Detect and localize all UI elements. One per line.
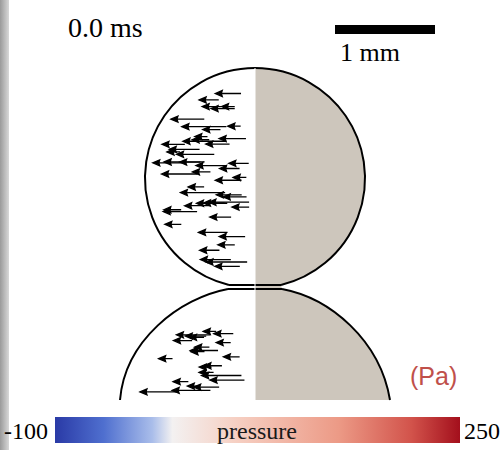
velocity-arrow (218, 242, 235, 248)
velocity-arrow (215, 90, 241, 96)
velocity-arrow (209, 199, 249, 205)
velocity-arrow (162, 141, 185, 147)
velocity-arrow (185, 333, 206, 339)
velocity-arrow (173, 379, 188, 385)
velocity-arrow (228, 123, 241, 129)
time-stamp: 0.0 ms (68, 14, 143, 42)
velocity-arrow (165, 221, 181, 227)
panel-edge (0, 0, 9, 450)
velocity-arrow (173, 338, 192, 344)
colorbar-title: pressure (217, 419, 297, 443)
velocity-arrow (195, 344, 210, 350)
velocity-arrow (216, 340, 231, 346)
velocity-arrow (188, 184, 204, 190)
velocity-arrow (191, 349, 205, 355)
velocity-arrow (194, 384, 219, 390)
velocity-arrow (203, 127, 221, 133)
velocity-arrow (180, 159, 201, 165)
velocity-arrow (200, 257, 231, 263)
velocity-arrow (183, 138, 227, 144)
colorbar-max: 250 (464, 419, 500, 443)
velocity-arrow (167, 149, 180, 155)
velocity-arrow (210, 214, 231, 220)
colorbar-min: -100 (4, 419, 48, 443)
symmetry-axis (255, 68, 256, 400)
velocity-arrow (232, 204, 249, 210)
velocity-arrow (219, 234, 245, 240)
velocity-arrow (180, 190, 225, 196)
velocity-arrow (176, 151, 214, 157)
velocity-arrow (195, 134, 208, 140)
velocity-arrow (220, 165, 240, 171)
drop-fill (255, 0, 455, 400)
velocity-arrow (196, 163, 227, 169)
velocity-arrow (203, 328, 216, 334)
velocity-arrow (159, 356, 173, 362)
velocity-arrow (223, 194, 246, 200)
velocity-arrow (215, 263, 240, 269)
velocity-arrow (202, 372, 242, 378)
velocity-arrow (185, 203, 210, 209)
velocity-arrow (187, 383, 200, 389)
velocity-arrow (182, 124, 227, 130)
drop-outline (120, 68, 390, 400)
velocity-arrow (200, 247, 220, 253)
scale-label: 1 mm (340, 40, 400, 66)
scale-bar (335, 25, 435, 34)
colorbar (55, 417, 460, 443)
velocity-arrow (140, 389, 176, 395)
velocity-arrows (140, 90, 249, 394)
velocity-arrow (162, 171, 198, 177)
velocity-arrow (223, 354, 239, 360)
velocity-arrow (233, 174, 246, 180)
velocity-arrow (210, 377, 245, 383)
velocity-arrow (171, 116, 204, 122)
velocity-arrow (229, 160, 249, 166)
velocity-arrow (199, 97, 219, 103)
velocity-arrow (204, 363, 222, 369)
velocity-arrow (211, 106, 235, 112)
velocity-arrow (214, 331, 233, 337)
unit-label: (Pa) (410, 364, 457, 389)
